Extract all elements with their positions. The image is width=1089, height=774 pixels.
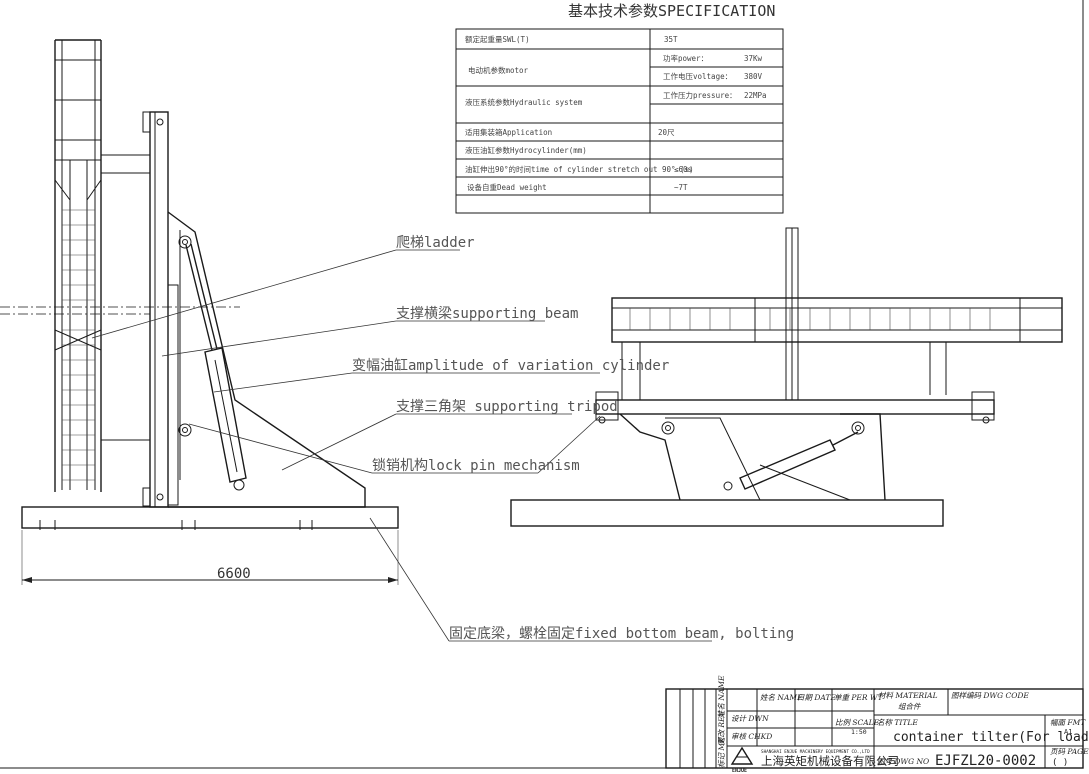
tb-dwgno-label: 图号 DWG NO: [877, 757, 929, 766]
front-view: [510, 227, 1063, 527]
amplitude-cylinder: [185, 243, 247, 491]
spec-title: 基本技术参数SPECIFICATION: [568, 2, 775, 20]
tb-company-cn: 上海英矩机械设备有限公司: [761, 754, 899, 768]
title-block: 姓名 NAME 日期 DATE 单重 PER WT 材料 MATERIAL 组合…: [665, 675, 1089, 774]
spec-row-application-value: 20尺: [658, 128, 675, 137]
spec-motor-voltage-key: 工作电压voltage：: [663, 71, 732, 81]
spec-row-deadweight-value: ~7T: [674, 183, 688, 192]
callout-supporting-tripod: 支撑三角架 supporting tripod: [396, 399, 618, 415]
spec-row-stretchtime-label: 油缸伸出90°的时间time of cylinder stretch out 9…: [465, 164, 694, 174]
callout-supporting-beam: 支撑横梁supporting beam: [396, 306, 578, 322]
tb-header-date: 日期 DATE: [797, 693, 836, 702]
supporting-beam: [142, 111, 179, 508]
callout-ladder: 爬梯ladder: [396, 235, 475, 251]
spec-hydraulic-pressure-key: 工作压力pressure：: [663, 90, 737, 100]
dimension-value: 6600: [217, 566, 251, 582]
tb-vertical-name: 姓名 NAME: [717, 675, 726, 718]
callout-bottom-beam: 固定底梁，螺栓固定fixed bottom beam, bolting: [449, 626, 794, 642]
logo-text: ENJUE: [732, 768, 747, 774]
spec-motor-power-val: 37Kw: [744, 54, 763, 63]
spec-motor-voltage-val: 380V: [744, 72, 763, 81]
tb-header-material: 材料 MATERIAL: [878, 691, 938, 700]
spec-row-hydrocylinder-label: 液压油缸参数Hydrocylinder(mm): [465, 145, 587, 155]
side-view: 6600: [0, 39, 399, 585]
tb-chkd: 审核 CHKD: [731, 732, 772, 741]
ladder: [54, 39, 102, 492]
spec-table: 基本技术参数SPECIFICATION 额定起重量SWL(T) 35T 电动机参…: [455, 2, 784, 214]
spec-row-stretchtime-value: ≤60s: [674, 165, 692, 174]
tb-dwn: 设计 DWN: [731, 714, 769, 723]
fixed-bottom-beam: [21, 506, 399, 530]
spec-row-deadweight-label: 设备自重Dead weight: [467, 182, 547, 192]
tb-fmt-value: A1: [1064, 728, 1072, 736]
dimension-6600: 6600: [21, 530, 399, 585]
spec-row-swl-value: 35T: [664, 35, 678, 44]
tb-page-label: 页码 PAGE: [1050, 747, 1089, 756]
tb-vertical-mk: 标记 MK: [717, 737, 726, 768]
tb-scale-label: 比例 SCALE: [835, 718, 880, 727]
spec-row-hydraulic-label: 液压系统参数Hydraulic system: [465, 97, 583, 107]
tb-page-value: ( ): [1052, 758, 1068, 768]
tb-header-name: 姓名 NAME: [760, 693, 803, 702]
spec-hydraulic-pressure-val: 22MPa: [744, 91, 767, 100]
tb-vertical-rev: 更改 REV: [717, 709, 726, 745]
tb-title-label: 名称 TITLE: [877, 718, 918, 727]
company-logo: ENJUE: [730, 746, 754, 774]
spec-row-application-label: 适用集装箱Application: [465, 127, 552, 137]
tb-header-perwt: 单重 PER WT: [834, 693, 884, 702]
tb-title-value: container tilter(For loading): [893, 730, 1089, 745]
tb-fmt-label: 幅面 FMT: [1050, 718, 1086, 727]
tb-company-en: SHANGHAI ENJUE MACHINERY EQUIPMENT CO.,L…: [761, 749, 870, 755]
tb-header-dwgcode: 图样编码 DWG CODE: [951, 691, 1029, 700]
tb-material-sub: 组合件: [898, 702, 922, 711]
spec-row-swl-label: 额定起重量SWL(T): [465, 34, 530, 44]
spec-row-motor-label: 电动机参数motor: [468, 65, 529, 75]
tb-scale-value: 1:50: [851, 728, 867, 736]
supporting-tripod: [167, 211, 366, 508]
callouts: 爬梯ladder 支撑横梁supporting beam 变幅油缸amplitu…: [91, 235, 794, 642]
tb-dwgno-value: EJFZL20-0002: [935, 753, 1036, 769]
spec-motor-power-key: 功率power：: [663, 53, 708, 63]
callout-lock-pin: 锁销机构lock pin mechanism: [372, 458, 580, 474]
callout-amplitude-cylinder: 变幅油缸amplitude of variation cylinder: [352, 357, 669, 374]
